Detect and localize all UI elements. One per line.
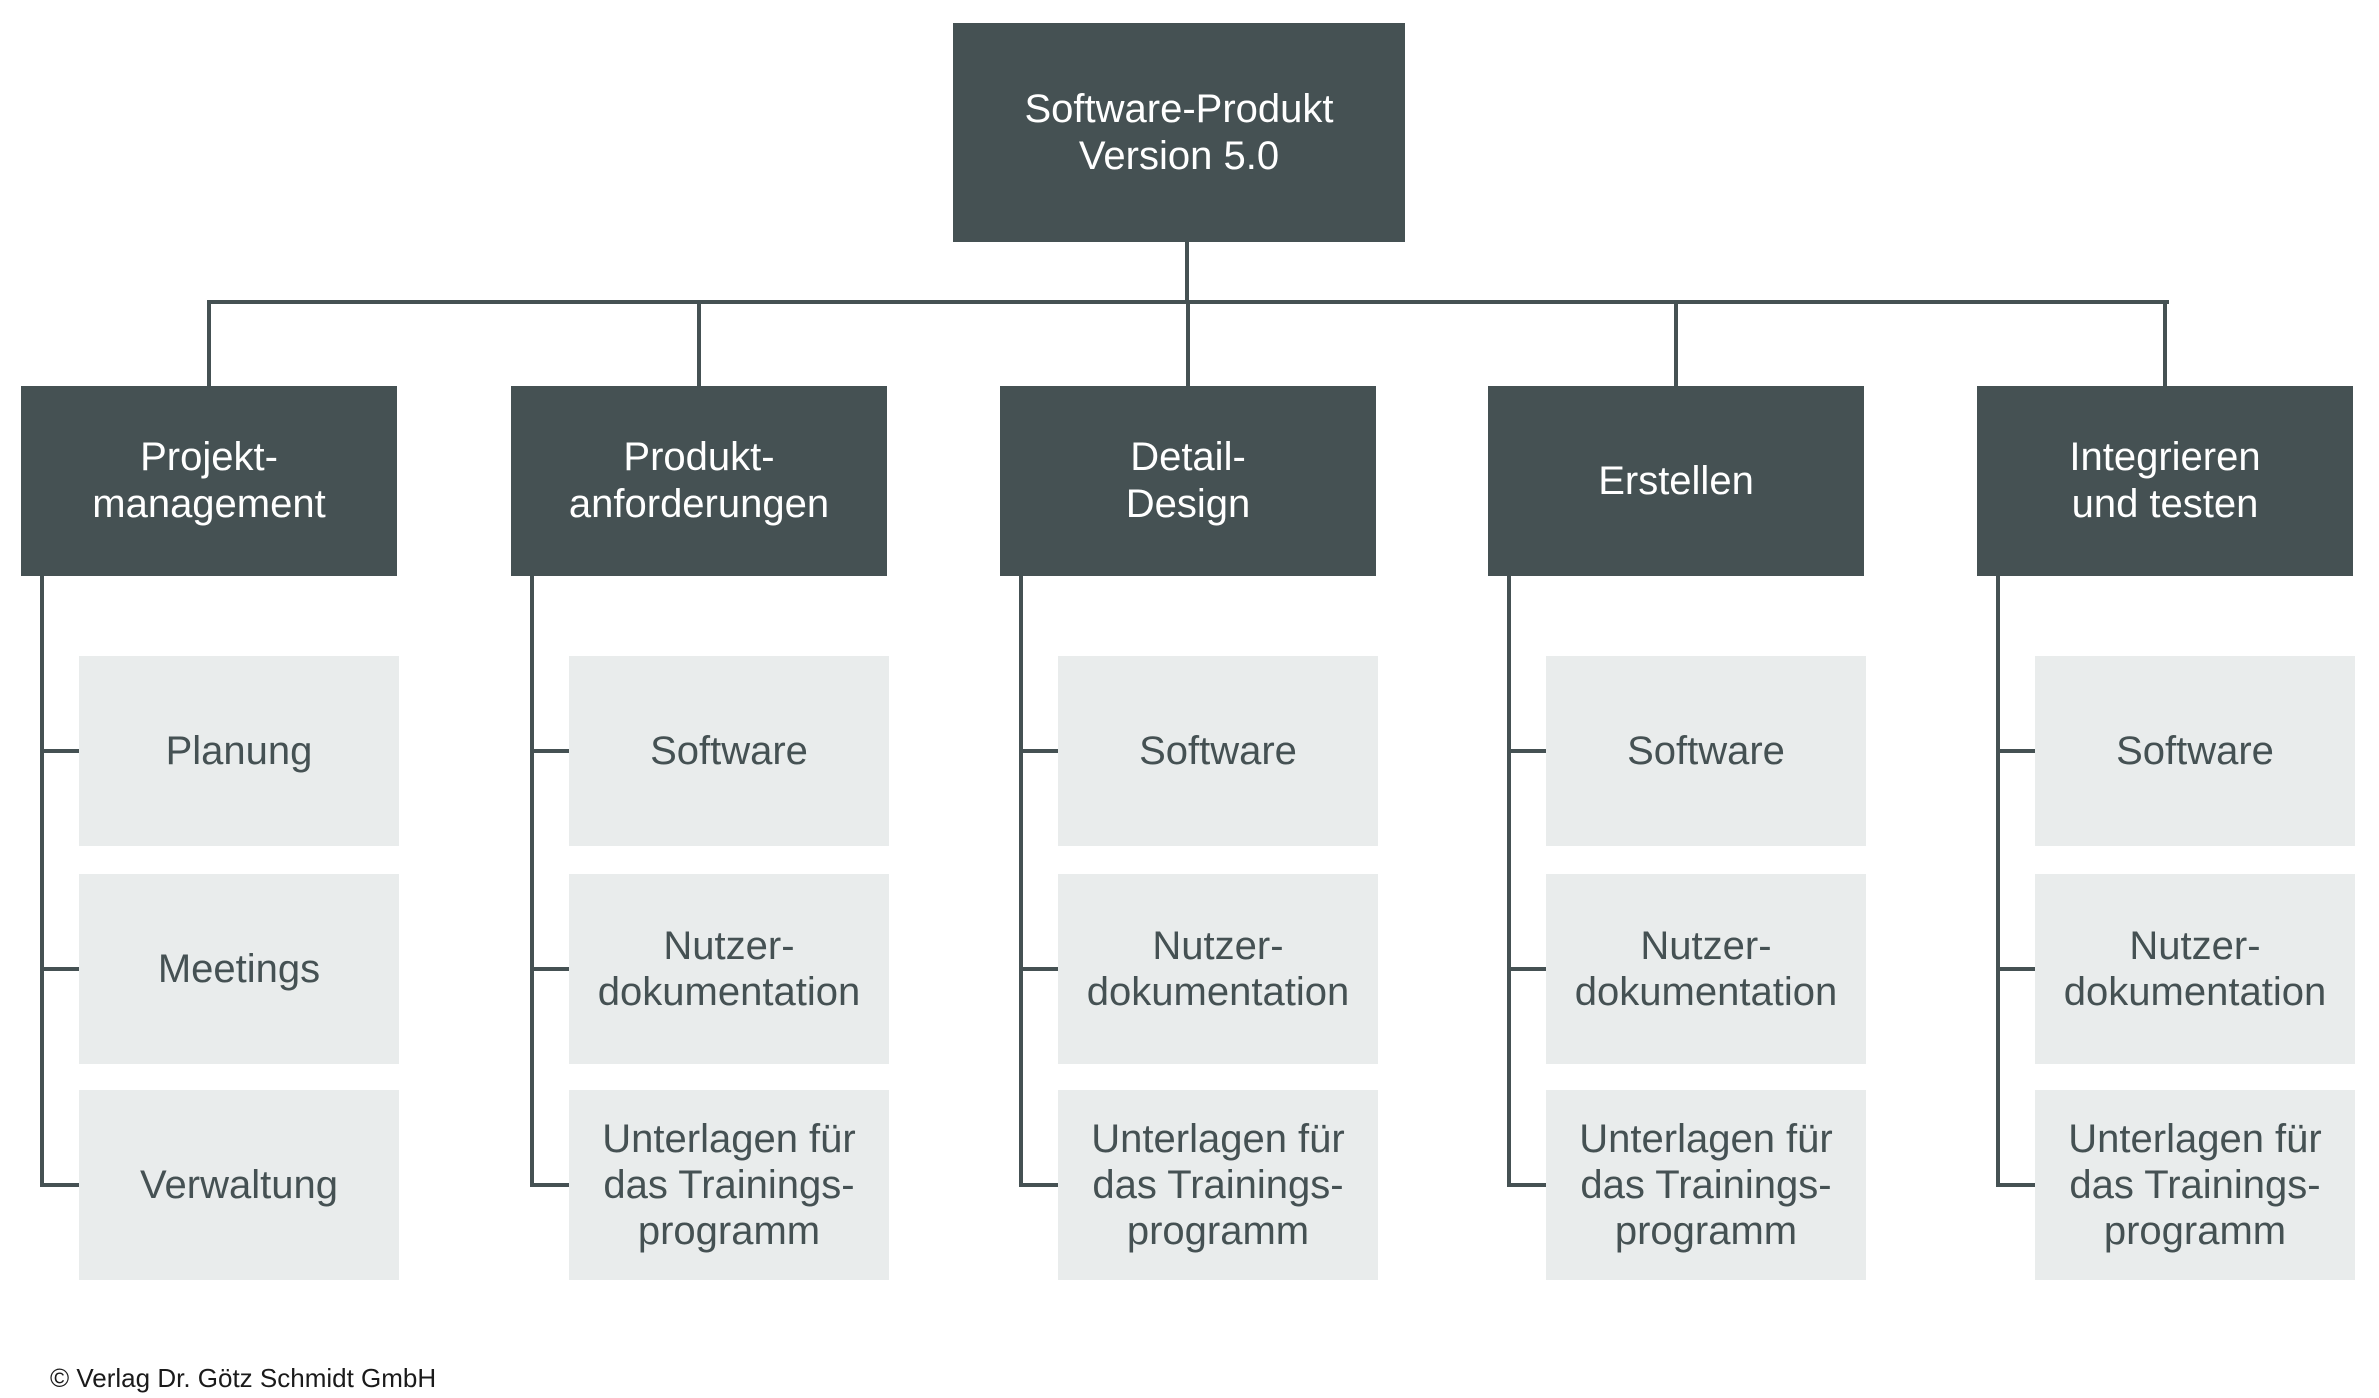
work-package-item-label: Software: [2116, 729, 2274, 773]
work-package-item: Meetings: [79, 874, 399, 1064]
work-package-item: Nutzer- dokumentation: [1546, 874, 1866, 1064]
work-package-item: Verwaltung: [79, 1090, 399, 1280]
work-package-header-label: Erstellen: [1598, 458, 1754, 503]
column-connector: [2163, 302, 2167, 386]
work-package-header-label: Integrieren und testen: [2069, 435, 2261, 526]
work-package-item-label: Nutzer- dokumentation: [2063, 924, 2327, 1014]
work-package-header: Projekt- management: [21, 386, 397, 576]
item-branch: [1996, 1183, 2035, 1187]
column-connector: [207, 302, 211, 386]
item-branch: [40, 1183, 79, 1187]
work-package-item: Software: [1546, 656, 1866, 846]
item-branch: [1507, 749, 1546, 753]
root-node-label: Software-Produkt Version 5.0: [1024, 86, 1334, 178]
root-node: Software-Produkt Version 5.0: [953, 23, 1405, 242]
column-spine: [1019, 576, 1023, 1187]
work-package-item-label: Software: [650, 729, 808, 773]
item-branch: [530, 1183, 569, 1187]
work-package-item: Software: [569, 656, 889, 846]
work-package-item-label: Unterlagen für das Trainings- programm: [1091, 1117, 1345, 1253]
item-branch: [40, 749, 79, 753]
work-package-header-label: Produkt- anforderungen: [568, 435, 830, 526]
work-package-item: Planung: [79, 656, 399, 846]
column-spine: [40, 576, 44, 1187]
work-package-item: Software: [2035, 656, 2355, 846]
work-package-item-label: Unterlagen für das Trainings- programm: [602, 1117, 856, 1253]
work-package-item: Unterlagen für das Trainings- programm: [2035, 1090, 2355, 1280]
column-connector: [1674, 302, 1678, 386]
item-branch: [530, 749, 569, 753]
column-spine: [1507, 576, 1511, 1187]
work-package-header-label: Projekt- management: [92, 435, 326, 526]
work-package-header: Produkt- anforderungen: [511, 386, 887, 576]
work-package-header: Detail- Design: [1000, 386, 1376, 576]
column-spine: [1996, 576, 2000, 1187]
work-package-item: Nutzer- dokumentation: [2035, 874, 2355, 1064]
root-connector: [1185, 242, 1189, 304]
item-branch: [1019, 967, 1058, 971]
item-branch: [1019, 1183, 1058, 1187]
work-package-item: Unterlagen für das Trainings- programm: [569, 1090, 889, 1280]
work-package-item-label: Nutzer- dokumentation: [1086, 924, 1350, 1014]
column-connector: [1186, 302, 1190, 386]
work-package-item-label: Nutzer- dokumentation: [597, 924, 861, 1014]
work-package-item-label: Unterlagen für das Trainings- programm: [1579, 1117, 1833, 1253]
item-branch: [1996, 749, 2035, 753]
work-package-item-label: Meetings: [157, 947, 321, 991]
work-package-item-label: Software: [1627, 729, 1785, 773]
column-spine: [530, 576, 534, 1187]
work-package-header-label: Detail- Design: [1125, 435, 1251, 526]
work-package-header: Erstellen: [1488, 386, 1864, 576]
copyright-text: © Verlag Dr. Götz Schmidt GmbH: [50, 1363, 437, 1393]
work-package-item-label: Verwaltung: [140, 1163, 338, 1207]
work-package-item-label: Planung: [165, 729, 313, 773]
item-branch: [1019, 749, 1058, 753]
work-package-item-label: Nutzer- dokumentation: [1574, 924, 1838, 1014]
work-package-item: Nutzer- dokumentation: [1058, 874, 1378, 1064]
item-branch: [530, 967, 569, 971]
work-package-item-label: Unterlagen für das Trainings- programm: [2068, 1117, 2322, 1253]
work-package-item: Unterlagen für das Trainings- programm: [1058, 1090, 1378, 1280]
work-package-item: Software: [1058, 656, 1378, 846]
work-package-header: Integrieren und testen: [1977, 386, 2353, 576]
item-branch: [1507, 967, 1546, 971]
work-package-item: Nutzer- dokumentation: [569, 874, 889, 1064]
column-connector: [697, 302, 701, 386]
item-branch: [1507, 1183, 1546, 1187]
item-branch: [1996, 967, 2035, 971]
work-package-item-label: Software: [1139, 729, 1297, 773]
work-package-item: Unterlagen für das Trainings- programm: [1546, 1090, 1866, 1280]
item-branch: [40, 967, 79, 971]
